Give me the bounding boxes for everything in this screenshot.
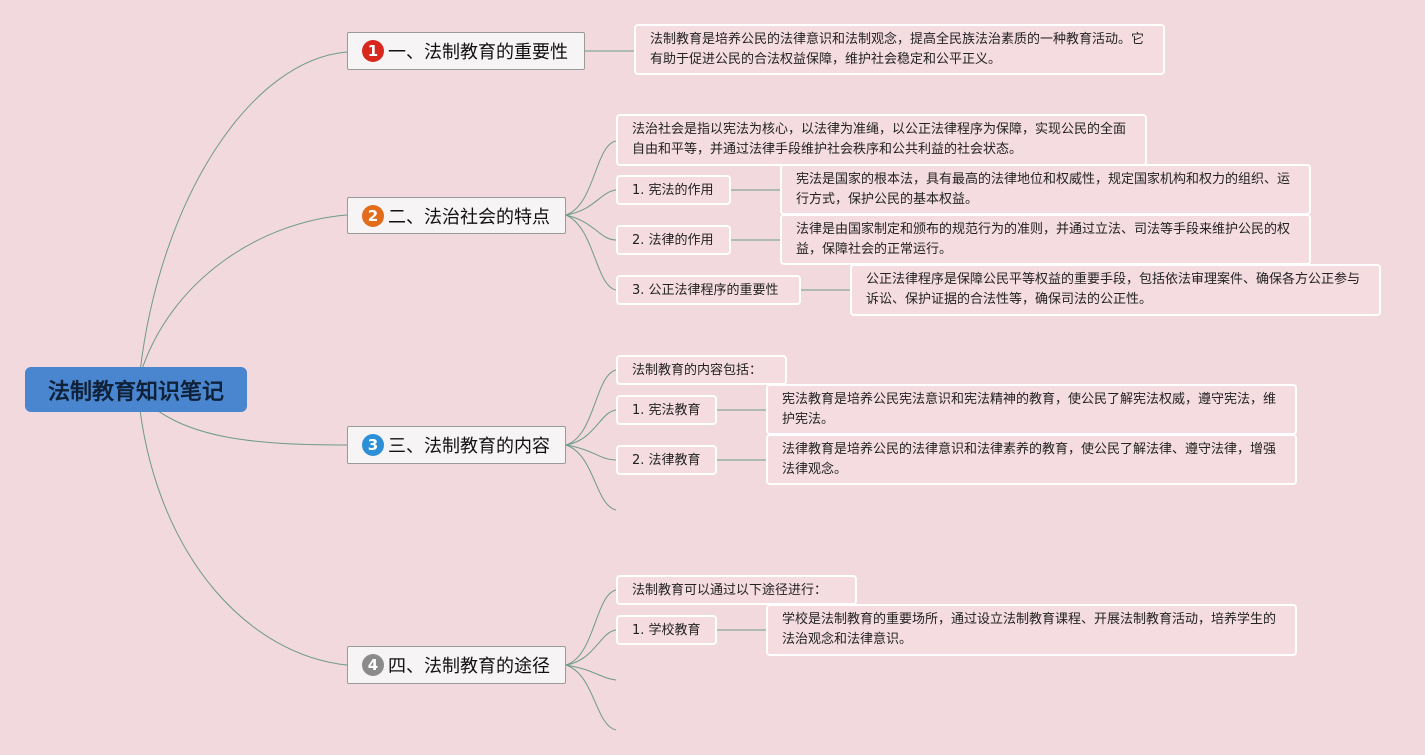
law-role-item[interactable]: 2. 法律的作用 xyxy=(616,225,731,255)
law-role-desc[interactable]: 法律是由国家制定和颁布的规范行为的准则，并通过立法、司法等手段来维护公民的权益，… xyxy=(780,214,1311,265)
school-education-item[interactable]: 1. 学校教育 xyxy=(616,615,717,645)
content-intro[interactable]: 法制教育的内容包括： xyxy=(616,355,787,385)
number-1-icon: 1 xyxy=(362,40,384,62)
number-2-icon: 2 xyxy=(362,204,384,227)
importance-description[interactable]: 法制教育是培养公民的法律意识和法制观念，提高全民族法治素质的一种教育活动。它有助… xyxy=(634,24,1165,75)
branch-society-features[interactable]: 2 二、法治社会的特点 xyxy=(347,197,566,234)
constitution-role-item[interactable]: 1. 宪法的作用 xyxy=(616,175,731,205)
branch-label: 一、法制教育的重要性 xyxy=(388,42,568,63)
law-education-desc[interactable]: 法律教育是培养公民的法律意识和法律素养的教育，使公民了解法律、遵守法律，增强法律… xyxy=(766,434,1297,485)
law-education-item[interactable]: 2. 法律教育 xyxy=(616,445,717,475)
constitution-role-desc[interactable]: 宪法是国家的根本法，具有最高的法律地位和权威性，规定国家机构和权力的组织、运行方… xyxy=(780,164,1311,215)
number-4-icon: 4 xyxy=(362,654,384,676)
fair-procedure-desc[interactable]: 公正法律程序是保障公民平等权益的重要手段，包括依法审理案件、确保各方公正参与诉讼… xyxy=(850,264,1381,316)
branch-label: 三、法制教育的内容 xyxy=(388,436,550,457)
society-intro[interactable]: 法治社会是指以宪法为核心，以法律为准绳，以公正法律程序为保障，实现公民的全面自由… xyxy=(616,114,1147,166)
methods-intro[interactable]: 法制教育可以通过以下途径进行： xyxy=(616,575,857,605)
root-topic[interactable]: 法制教育知识笔记 xyxy=(25,367,247,412)
branch-label: 四、法制教育的途径 xyxy=(388,656,550,677)
fair-procedure-item[interactable]: 3. 公正法律程序的重要性 xyxy=(616,275,801,305)
branch-education-methods[interactable]: 4 四、法制教育的途径 xyxy=(347,646,566,684)
branch-education-content[interactable]: 3 三、法制教育的内容 xyxy=(347,426,566,464)
number-3-icon: 3 xyxy=(362,434,384,456)
constitution-education-item[interactable]: 1. 宪法教育 xyxy=(616,395,717,425)
branch-label: 二、法治社会的特点 xyxy=(388,206,550,228)
root-topic-label: 法制教育知识笔记 xyxy=(47,379,224,405)
school-education-desc[interactable]: 学校是法制教育的重要场所，通过设立法制教育课程、开展法制教育活动，培养学生的法治… xyxy=(766,604,1297,656)
branch-importance[interactable]: 1 一、法制教育的重要性 xyxy=(347,32,585,70)
constitution-education-desc[interactable]: 宪法教育是培养公民宪法意识和宪法精神的教育，使公民了解宪法权威，遵守宪法，维护宪… xyxy=(766,384,1297,435)
